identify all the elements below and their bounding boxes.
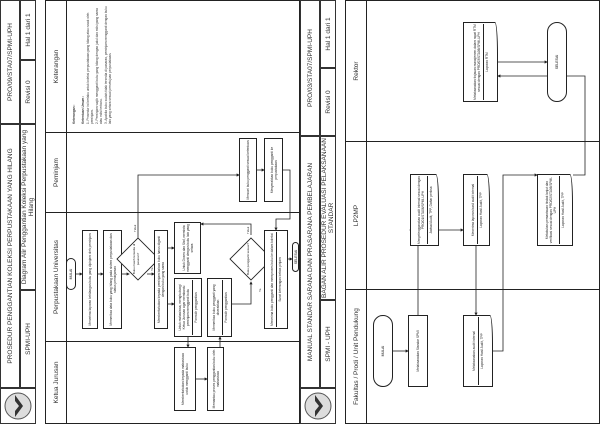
flowchart-page-library: PROSEDUR PENGGANTIAN KOLEKSI PERPUSTAKAA… xyxy=(0,0,300,424)
document-code: PRO/03/STA07/SPMI-UPH xyxy=(300,0,320,136)
revision: Revisi 0 xyxy=(320,68,336,136)
lane-ketua-jurusan: Ketua Jurusan xyxy=(45,341,300,424)
process-box: Memeriksa buku pengganti yang diserahkan… xyxy=(207,278,232,337)
lane-header: Peminjam xyxy=(46,133,67,212)
lane-header: Perpustakaan Universitas xyxy=(46,213,67,341)
box-document: Laporan Hasil Audit, TPP xyxy=(559,176,565,244)
page-number: Hal 1 dari 1 xyxy=(20,0,36,60)
document-box: Melaksanakan tinjauan manajemen dalam ra… xyxy=(463,22,498,102)
university-logo xyxy=(300,388,336,424)
document-box: Menyelenggarakan audit internal sesuai d… xyxy=(410,174,439,246)
process-box: Memantau proses penggantian buku oleh ma… xyxy=(207,347,224,411)
note-item: 2. Peminjam wajib mengganti buku yang hi… xyxy=(94,8,104,124)
box-document: Formulir penggantian xyxy=(192,280,198,335)
box-document: Jadwal Audit, TPP, Daftar periksa xyxy=(426,176,433,244)
organization: SPMI - UPH xyxy=(320,300,336,388)
process-box: Melaksanakan Standar SPMI xyxy=(408,315,428,387)
notes: Keterangan : Ketentuan Umum : 1. Prosedu… xyxy=(72,6,113,124)
box-document: Formulir penggantian xyxy=(221,280,228,335)
note-item: 1. Prosedur ini berlaku untuk koleksi pe… xyxy=(85,12,95,124)
document-code: PRO/09/STA07/SPMI-UPH xyxy=(0,0,20,124)
box-text: Melaksanakan tinjauan manajemen dalam ra… xyxy=(472,24,481,100)
process-box: Memeriksa data buku yang hilang pada sis… xyxy=(103,230,122,329)
box-text: Untuk mahasiswa, menghubungi Ketua Jurus… xyxy=(178,284,190,331)
lane-header: Ketua Jurusan xyxy=(46,342,67,423)
box-text: Menerima laporan hasil audit internal xyxy=(470,183,475,237)
flowchart-page-evaluation: MANUAL STANDAR SARANA DAN PRASARANA PEMB… xyxy=(300,0,600,424)
decision-label: Buku masih tersedia di pasaran? xyxy=(132,243,140,275)
box-document: Laporan Hasil Audit, TPP xyxy=(478,317,484,385)
university-logo xyxy=(0,388,36,424)
end-terminal: SELESAI xyxy=(547,22,567,102)
lane-peminjam: Peminjam xyxy=(45,132,300,213)
logo-emblem-icon xyxy=(4,392,32,420)
box-text: Memeriksa buku pengganti yang diserahkan xyxy=(211,284,220,331)
process-box: Untuk Dosen dan Staf, meminta mengganti … xyxy=(174,222,201,274)
lane-header: LP2MP xyxy=(346,142,367,289)
box-document: Laporan RTM xyxy=(482,24,489,100)
document-title: MANUAL STANDAR SARANA DAN PRASARANA PEMB… xyxy=(300,136,320,388)
document-subtitle: Diagram Alir Penggantian Koleksi Perpust… xyxy=(20,124,36,290)
process-box: Memberitahukan kepada peminjam bahwa buk… xyxy=(154,230,168,329)
page-number: Hal 1 dari 1 xyxy=(320,0,336,68)
logo-emblem-icon xyxy=(304,392,332,420)
box-text: Menyelenggarakan audit internal sesuai d… xyxy=(416,176,425,244)
revision: Revisi 0 xyxy=(20,60,36,124)
lane-header: Rektor xyxy=(346,1,367,141)
process-box: Untuk mahasiswa, menghubungi Ketua Jurus… xyxy=(174,278,202,337)
yes-label: Ya xyxy=(258,288,262,292)
box-text: Melaksanakan audit internal xyxy=(472,331,476,371)
document-title: PROSEDUR PENGGANTIAN KOLEKSI PERPUSTAKAA… xyxy=(0,124,20,388)
lane-header: Fakultas / Prodi / Unit Pendukung xyxy=(346,290,367,423)
process-box: Menyerahkan buku pengganti ke perpustaka… xyxy=(264,138,283,202)
process-box: Menerima buku pengganti dan memproses bu… xyxy=(264,230,288,329)
box-text: Melakukan pemantauan tindak lanjut dan v… xyxy=(545,176,557,244)
process-box: Memberitahukan kepada mahasiswa untuk me… xyxy=(174,347,196,411)
notes-heading: Keterangan : xyxy=(72,104,76,124)
document-box: Melakukan pemantauan tindak lanjut dan v… xyxy=(537,174,573,246)
start-terminal: MULAI xyxy=(66,258,76,290)
process-box: Menerima laporan kehilangan buku yang di… xyxy=(82,230,98,329)
box-text: Menerima buku pengganti dan memproses bu… xyxy=(270,233,274,326)
note-item: 3. Apabila buku sudah tidak tersedia di … xyxy=(103,6,113,124)
no-label: Tidak xyxy=(133,224,137,232)
lane-header: Keterangan xyxy=(46,1,67,132)
organization: SPMI-UPH xyxy=(20,290,36,388)
no-label: Tidak xyxy=(246,226,250,234)
box-document: Surat keterangan bebas pinjam xyxy=(276,232,282,327)
start-terminal: MULAI xyxy=(373,315,393,387)
end-terminal: SELESAI xyxy=(292,242,299,272)
box-document: Laporan Hasil Audit, TPP xyxy=(476,176,483,244)
process-box: Mencari buku pengganti sesuai ketentuan xyxy=(239,138,257,202)
document-subtitle: BAGAN ALIR PROSEDUR EVALUASI PELAKSANAAN… xyxy=(320,136,336,300)
decision-label: Buku pengganti sesuai? xyxy=(246,242,250,276)
